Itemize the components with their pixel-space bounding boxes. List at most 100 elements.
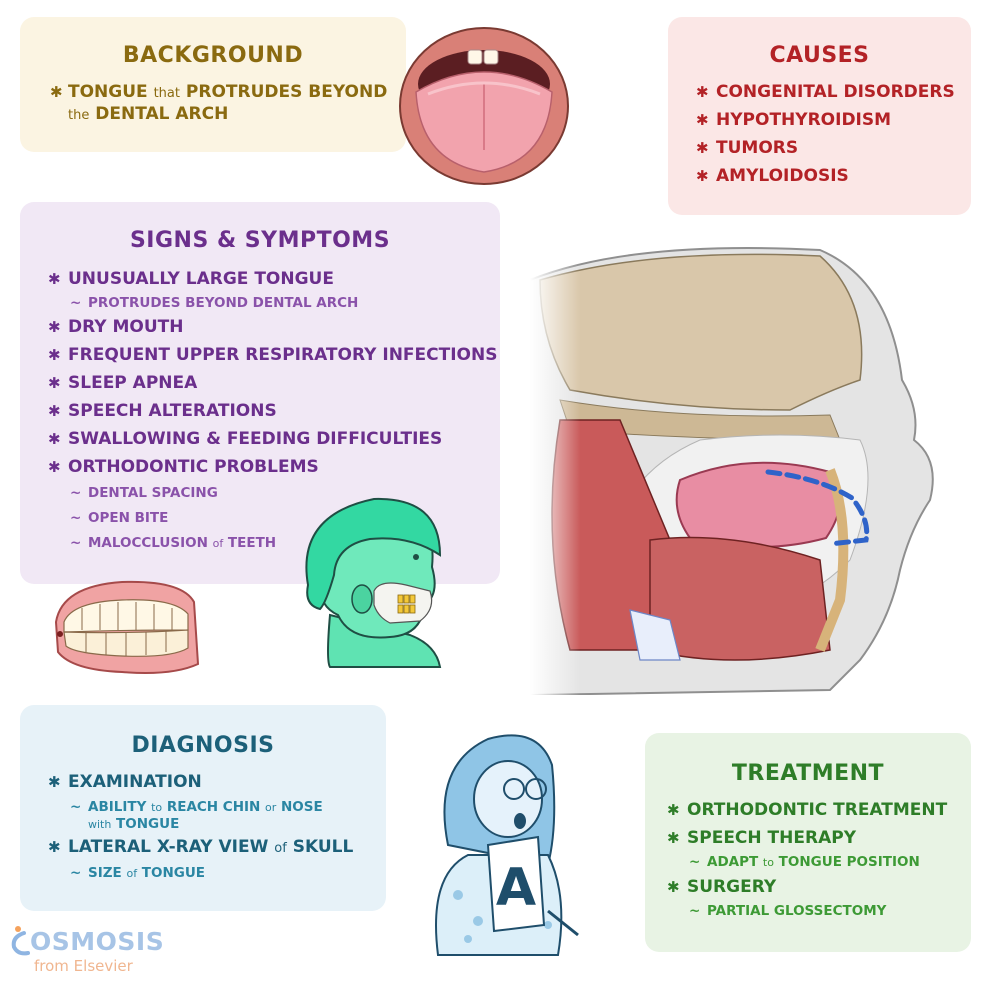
sub-item: ~ OPEN BITE [48,506,500,531]
background-text-part: the [68,108,90,123]
signs-symptoms-card: SIGNS & SYMPTOMS ✱ UNUSUALLY LARGE TONGUE… [20,202,500,584]
list-item: ✱AMYLOIDOSIS [696,162,971,190]
list-item-label: DRY MOUTH [68,317,184,337]
list-item-label: SWALLOWING & FEEDING DIFFICULTIES [68,429,443,449]
list-item-label: HYPOTHYROIDISM [716,110,892,130]
list-item: ✱ HYPOTHYROIDISM [696,106,971,134]
bullet-icon: ✱ [48,374,61,392]
sub-item-label: to [762,856,774,869]
sub-item-label: ADAPT [707,854,759,870]
causes-card: CAUSES ✱ CONGENITAL DISORDERS ✱ HYPOTHYROI… [668,17,971,215]
sub-item-label: OPEN BITE [88,510,169,526]
bullet-icon: ✱ [48,773,61,791]
open-mouth-illustration [399,27,569,185]
list-item: ✱SLEEP APNEA [48,369,500,397]
list-item-label: ORTHODONTIC PROBLEMS [68,457,319,477]
signs-list: ✱ UNUSUALLY LARGE TONGUE ~ PROTRUDES BEYON… [20,253,500,556]
background-card: BACKGROUND ✱ TONGUE that PROTRUDES BEYON… [20,17,406,152]
tilde-icon: ~ [70,865,82,881]
list-item: ✱ CONGENITAL DISORDERS [696,78,971,106]
list-item: ✱SURGERY [667,873,971,901]
tilde-icon: ~ [70,510,82,526]
tilde-icon: ~ [70,485,82,501]
sub-item-label: SIZE [88,865,122,881]
treatment-list: ✱ORTHODONTIC TREATMENT ✱ SPEECH THERAPY ~… [645,786,971,921]
osmosis-logo: OSMOSIS from Elsevier [10,921,170,981]
treatment-title: TREATMENT [731,761,885,786]
logo-mark-icon [11,926,30,956]
diagnosis-list: ✱EXAMINATION ~ ABILITY to REACH CHIN or … [20,758,386,884]
bullet-icon: ✱ [50,83,63,101]
causes-title: CAUSES [769,43,870,68]
bullet-icon: ✱ [696,167,709,185]
list-item-label: ORTHODONTIC TREATMENT [687,800,948,820]
bullet-icon: ✱ [696,111,709,129]
sub-item-label: TONGUE [116,816,180,832]
background-title: BACKGROUND [122,43,304,68]
list-item-label: SPEECH THERAPY [687,828,857,848]
sub-item-label: TEETH [227,535,277,551]
tilde-icon: ~ [689,903,701,919]
sub-item-label: TONGUE POSITION [778,854,920,870]
svg-text:A: A [496,858,536,918]
bullet-icon: ✱ [48,838,61,856]
child-head-illustration [305,497,442,668]
tilde-icon: ~ [70,535,82,551]
list-item: ✱ SPEECH ALTERATIONS [48,397,500,425]
sub-item: ~ PROTRUDES BEYOND DENTAL ARCH [48,293,500,313]
list-item-label: EXAMINATION [68,772,202,792]
sub-item-label: PARTIAL GLOSSECTOMY [707,903,887,919]
list-item: ✱ EXAMINATION [48,768,386,796]
list-item: ✱ SPEECH THERAPY [667,824,971,852]
list-item: ✱ SWALLOWING & FEEDING DIFFICULTIES [48,425,500,453]
bullet-icon: ✱ [48,430,61,448]
background-text-part: DENTAL ARCH [95,104,229,124]
diagnosis-title: DIAGNOSIS [131,733,275,758]
list-item-label: CONGENITAL DISORDERS [716,82,955,102]
list-item: ✱ UNUSUALLY LARGE TONGUE [48,265,500,293]
sub-item: ~ SIZE of TONGUE [48,863,386,884]
list-item: ✱ORTHODONTIC TREATMENT [667,796,971,824]
sub-item-label: of [126,867,138,880]
bullet-icon: ✱ [696,139,709,157]
list-item-label: LATERAL X-RAY VIEW [68,837,269,857]
bullet-icon: ✱ [48,402,61,420]
list-item: ✱LATERAL X-RAY VIEW of SKULL [48,833,386,863]
sub-item-label: with [88,818,112,831]
list-item: ✱ ORTHODONTIC PROBLEMS [48,453,500,481]
logo-tagline: from Elsevier [34,957,133,975]
head-anatomy-illustration [530,240,950,695]
logo-brand: OSMOSIS [30,927,165,956]
sub-item: ~ ADAPT to TONGUE POSITION [667,852,971,873]
list-item: ✱FREQUENT UPPER RESPIRATORY INFECTIONS [48,341,500,369]
teeth-illustration [54,580,200,674]
sub-item-label: ABILITY [88,799,147,815]
bullet-icon: ✱ [48,458,61,476]
treatment-card: TREATMENT ✱ORTHODONTIC TREATMENT ✱ SPEECH… [645,733,971,952]
list-item-label: SPEECH ALTERATIONS [68,401,277,421]
sub-item-label: or [265,801,277,814]
sub-item-label: of [212,537,224,550]
tilde-icon: ~ [70,295,82,311]
sub-item-label: TONGUE [141,865,206,881]
diagnosis-card: DIAGNOSIS ✱ EXAMINATION ~ ABILITY to REAC… [20,705,386,911]
background-text-part: that [153,86,180,101]
tilde-icon: ~ [689,854,701,870]
causes-list: ✱CONGENITAL DISORDERS ✱HYPOTHYROIDISM ✱T… [668,68,971,190]
bullet-icon: ✱ [667,829,680,847]
sub-item-label: DENTAL SPACING [88,485,218,501]
bullet-icon: ✱ [48,270,61,288]
list-item-label: UNUSUALLY LARGE TONGUE [68,269,334,289]
bullet-icon: ✱ [696,83,709,101]
sub-item: ~ PARTIAL GLOSSECTOMY [667,901,971,921]
signs-title: SIGNS & SYMPTOMS [129,228,391,253]
sub-item: ~ DENTAL SPACING [48,481,500,506]
list-item-label: of [274,841,287,856]
list-item-label: SURGERY [687,877,777,897]
sub-item-label: PROTRUDES BEYOND DENTAL ARCH [88,295,359,311]
sub-item-label: to [151,801,163,814]
background-text-part: TONGUE [68,82,148,102]
sub-item-label: REACH CHIN [166,799,261,815]
list-item-label: FREQUENT UPPER RESPIRATORY INFECTIONS [68,345,498,365]
background-text-part: PROTRUDES BEYOND [185,82,388,102]
